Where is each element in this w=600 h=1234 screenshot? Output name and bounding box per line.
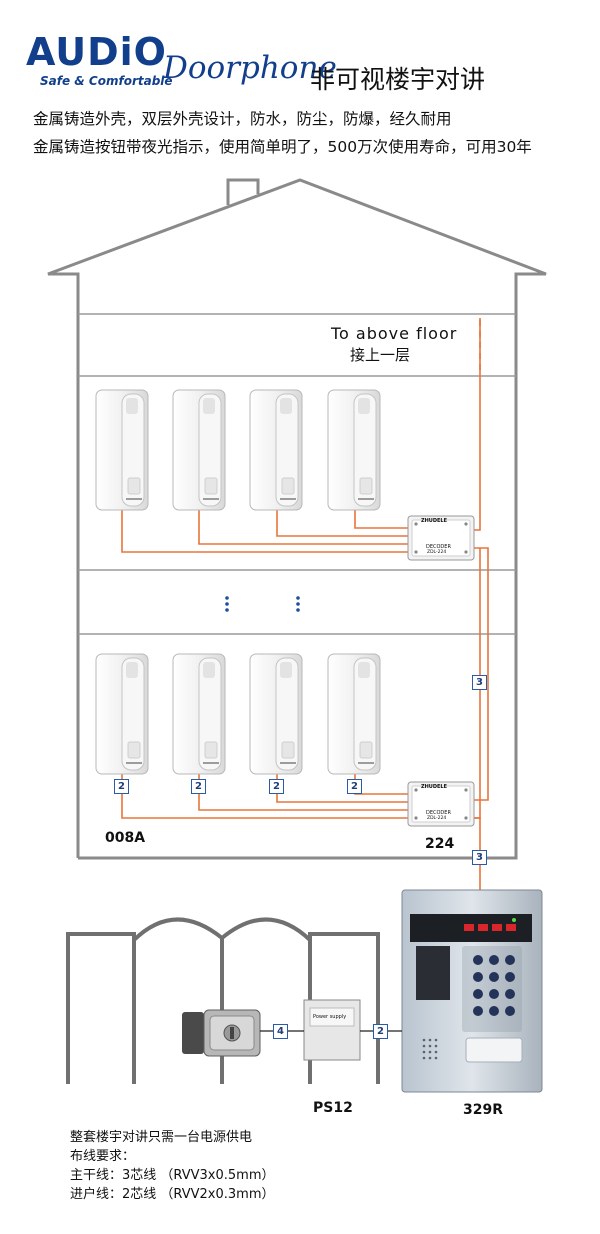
decoder-brand-upper: ZHUDELE bbox=[421, 518, 448, 524]
floor-label-zh: 接上一层 bbox=[350, 346, 411, 364]
product-name: Doorphone bbox=[163, 50, 337, 86]
lock-wire-badge: 4 bbox=[273, 1024, 288, 1039]
brand-tagline: Safe & Comfortable bbox=[40, 74, 173, 88]
panel-model-label: 329R bbox=[463, 1102, 504, 1118]
power-supply bbox=[303, 999, 361, 1061]
wiring-notes: 整套楼宇对讲只需一台电源供电 布线要求： 主干线：3芯线 （RVV3x0.5mm… bbox=[70, 1128, 274, 1204]
floor-dividers bbox=[78, 313, 516, 635]
power-model-label: PS12 bbox=[313, 1100, 353, 1116]
more-floors-indicator bbox=[225, 596, 300, 612]
trunk-wire-badge: 3 bbox=[472, 850, 487, 865]
feature-line-2: 金属铸造按钮带夜光指示，使用简单明了，500万次使用寿命，可用30年 bbox=[33, 138, 532, 156]
note-line: 整套楼宇对讲只需一台电源供电 bbox=[70, 1130, 253, 1145]
brand-logo: AUDiO bbox=[26, 30, 167, 74]
wire-count-badge: 2 bbox=[269, 779, 284, 794]
house-outline bbox=[47, 178, 547, 860]
decoder-model-label: 224 bbox=[425, 836, 455, 852]
decoder-sub-upper: ZDL-224 bbox=[427, 550, 447, 555]
power-wire-badge: 2 bbox=[373, 1024, 388, 1039]
decoder-label-lower: DECODER bbox=[426, 810, 451, 816]
decoder-label-upper: DECODER bbox=[426, 544, 451, 550]
wire-count-badge: 2 bbox=[191, 779, 206, 794]
feature-line-1: 金属铸造外壳，双层外壳设计，防水，防尘，防爆，经久耐用 bbox=[33, 110, 452, 128]
door-station-panel bbox=[401, 889, 543, 1093]
trunk-wire-badge: 3 bbox=[472, 675, 487, 690]
note-line: 布线要求： bbox=[70, 1149, 136, 1164]
indoor-model-label: 008A bbox=[105, 830, 146, 846]
note-line: 主干线：3芯线 （RVV3x0.5mm） bbox=[70, 1168, 275, 1183]
wire-count-badge: 2 bbox=[347, 779, 362, 794]
decoder-brand-lower: ZHUDELE bbox=[421, 784, 448, 790]
wire-count-badge: 2 bbox=[114, 779, 129, 794]
decoder-sub-lower: ZDL-224 bbox=[427, 816, 447, 821]
page-heading: 非可视楼宇对讲 bbox=[310, 65, 486, 94]
power-supply-label: Power supply bbox=[313, 1014, 347, 1020]
note-line: 进户线：2芯线 （RVV2x0.3mm） bbox=[70, 1187, 275, 1202]
floor-label-en: To above floor bbox=[331, 324, 458, 343]
electric-lock bbox=[182, 1009, 261, 1057]
